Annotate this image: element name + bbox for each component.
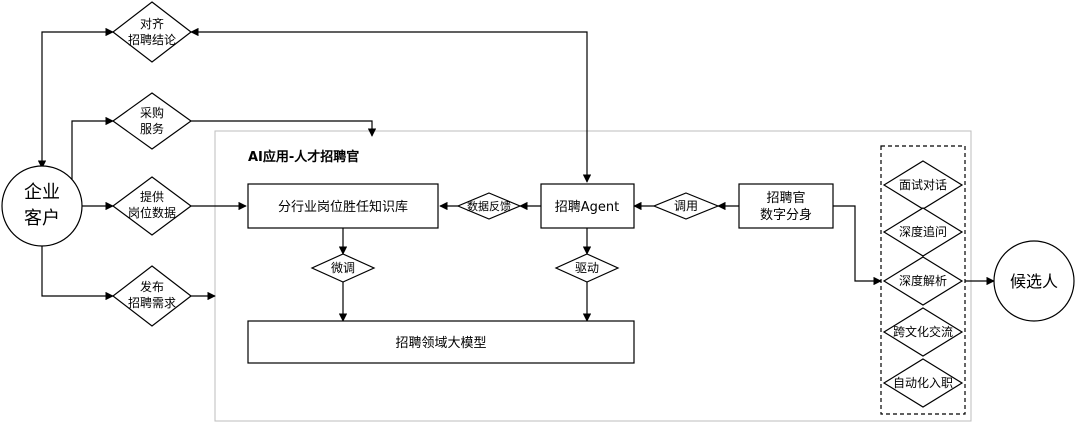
recruit-llm-box: 招聘领域大模型 <box>247 320 635 364</box>
cross-culture-diamond: 跨文化交流 <box>882 307 964 357</box>
provide-job-data-diamond: 提供 岗位数据 <box>111 176 193 236</box>
svg-text:调用: 调用 <box>674 199 698 213</box>
deep-followup-diamond: 深度追问 <box>882 207 964 257</box>
svg-text:岗位数据: 岗位数据 <box>128 205 176 220</box>
interview-dialog-diamond: 面试对话 <box>882 160 964 210</box>
svg-text:微调: 微调 <box>331 261 355 275</box>
candidate-node: 候选人 <box>993 240 1075 322</box>
svg-text:招聘Agent: 招聘Agent <box>555 200 619 215</box>
data-feedback-diamond: 数据反馈 <box>456 192 522 220</box>
svg-text:跨文化交流: 跨文化交流 <box>893 324 953 339</box>
drive-diamond: 驱动 <box>554 253 620 283</box>
svg-text:候选人: 候选人 <box>1010 272 1058 291</box>
edge-purchase-container <box>191 120 377 137</box>
container-title: AI应用-人才招聘官 <box>248 149 359 165</box>
svg-text:企业: 企业 <box>24 182 60 203</box>
publish-requirement-diamond: 发布 招聘需求 <box>112 265 192 327</box>
edge-customer-publish <box>41 244 114 301</box>
purchase-service-diamond: 采购 服务 <box>111 92 193 150</box>
edge-align-agent <box>190 27 592 183</box>
svg-text:发布: 发布 <box>140 279 164 294</box>
svg-text:自动化入职: 自动化入职 <box>893 376 953 390</box>
svg-text:驱动: 驱动 <box>575 261 599 275</box>
edge-customer-purchase <box>71 116 114 190</box>
edge-customer-align <box>37 27 114 169</box>
svg-text:对齐: 对齐 <box>140 16 164 31</box>
svg-text:招聘官: 招聘官 <box>766 190 805 206</box>
edge-twin-group <box>833 205 882 286</box>
fine-tune-diamond: 微调 <box>310 253 376 283</box>
svg-text:招聘结论: 招聘结论 <box>128 33 176 47</box>
align-conclusion-diamond: 对齐 招聘结论 <box>112 1 192 63</box>
recruit-agent-box: 招聘Agent <box>540 183 635 229</box>
svg-text:分行业岗位胜任知识库: 分行业岗位胜任知识库 <box>278 199 408 215</box>
svg-text:提供: 提供 <box>140 189 164 204</box>
svg-text:数字分身: 数字分身 <box>760 207 812 223</box>
svg-text:招聘需求: 招聘需求 <box>128 296 176 310</box>
digital-twin-box: 招聘官 数字分身 <box>738 183 834 229</box>
svg-text:数据反馈: 数据反馈 <box>467 199 511 213</box>
svg-text:深度解析: 深度解析 <box>899 273 947 288</box>
ai-app-container <box>214 130 972 422</box>
svg-text:深度追问: 深度追问 <box>899 224 947 239</box>
invoke-diamond: 调用 <box>652 192 720 220</box>
svg-text:客户: 客户 <box>24 208 60 229</box>
svg-text:招聘领域大模型: 招聘领域大模型 <box>395 336 486 351</box>
deep-analysis-diamond: 深度解析 <box>882 256 964 306</box>
svg-text:服务: 服务 <box>140 121 164 136</box>
svg-text:面试对话: 面试对话 <box>899 177 947 192</box>
auto-onboarding-diamond: 自动化入职 <box>882 358 964 408</box>
enterprise-customer-node: 企业 客户 <box>1 165 83 247</box>
svg-text:采购: 采购 <box>140 105 164 120</box>
knowledge-base-box: 分行业岗位胜任知识库 <box>247 183 439 229</box>
